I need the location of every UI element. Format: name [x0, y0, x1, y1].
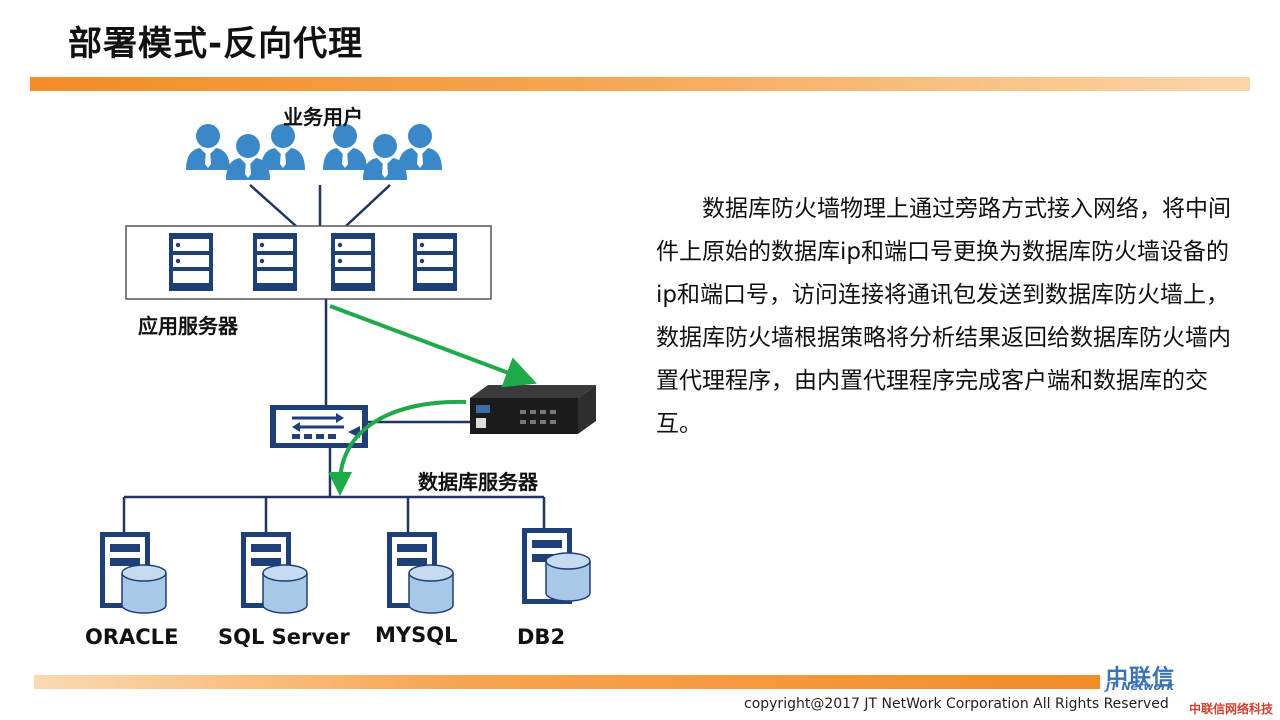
- firewall-device-icon: [470, 385, 596, 434]
- company-logo: 中联信: [1106, 666, 1176, 691]
- page-title: 部署模式-反向代理: [68, 24, 364, 64]
- top-accent-bar: [30, 77, 1250, 91]
- company-logo-subtitle: JT Network: [1106, 680, 1174, 693]
- bottom-accent-bar: [34, 675, 1100, 689]
- server-icon: [331, 233, 375, 291]
- database-label-sqlserver: SQL Server: [218, 625, 350, 649]
- traffic-arrow-to-database: [328, 399, 467, 496]
- oracle-database-icon: [100, 532, 167, 614]
- server-icon: [413, 233, 457, 291]
- sqlserver-database-icon: [241, 532, 308, 614]
- user-group-icon-left: [186, 124, 305, 180]
- network-diagram: [100, 124, 596, 614]
- database-label-mysql: MYSQL: [375, 623, 458, 647]
- switch-icon: [270, 405, 368, 448]
- db-servers-label: 数据库服务器: [418, 470, 538, 494]
- server-icon: [169, 233, 213, 291]
- db2-database-icon: [522, 528, 591, 604]
- users-label: 业务用户: [283, 105, 363, 129]
- watermark: 中联信网络科技: [1189, 702, 1274, 716]
- copyright-text: copyright@2017 JT NetWork Corporation Al…: [744, 696, 1169, 712]
- database-label-oracle: ORACLE: [85, 625, 179, 649]
- server-icon: [253, 233, 297, 291]
- app-servers-label: 应用服务器: [138, 314, 238, 338]
- database-label-db2: DB2: [517, 625, 566, 649]
- mysql-database-icon: [387, 532, 454, 614]
- description-text: 数据库防火墙物理上通过旁路方式接入网络，将中间件上原始的数据库ip和端口号更换为…: [656, 196, 1231, 437]
- traffic-arrow-to-firewall: [329, 304, 537, 388]
- user-group-icon-right: [323, 124, 442, 180]
